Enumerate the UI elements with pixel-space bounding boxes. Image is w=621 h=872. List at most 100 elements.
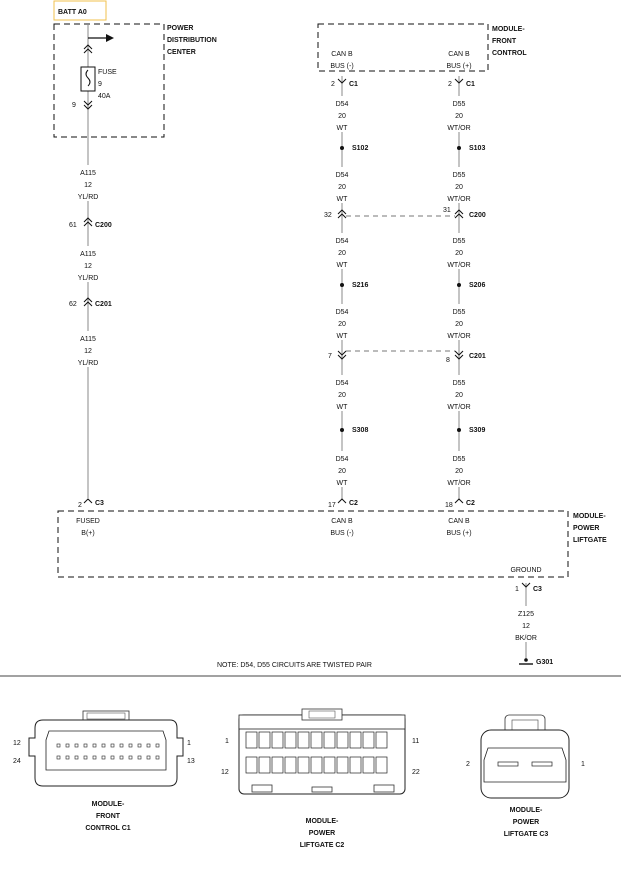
s206-label: S206 <box>469 282 485 289</box>
a115-label-1: A115 12 YL/RD <box>76 165 100 201</box>
svg-text:12: 12 <box>84 182 92 189</box>
svg-text:A115: A115 <box>80 251 96 258</box>
pdc-out-chevron-icon-2 <box>83 104 93 110</box>
svg-text:WT: WT <box>337 404 349 411</box>
c200-power-pin: 61 <box>69 222 77 229</box>
c3-ground-chevron-icon <box>521 582 531 588</box>
ground-label: G301 <box>536 659 553 666</box>
s102-splice-icon <box>340 146 344 150</box>
c201-can-right-chevron-icon-2 <box>454 354 464 360</box>
svg-text:WT: WT <box>337 262 349 269</box>
svg-text:D55: D55 <box>453 238 466 245</box>
mfc-name-1: MODULE- <box>492 26 525 33</box>
svg-text:D54: D54 <box>336 238 349 245</box>
c1-left-label: C1 <box>349 81 358 88</box>
c200-power-chevron-icon-2 <box>83 221 93 227</box>
svg-text:D54: D54 <box>336 380 349 387</box>
mpl-c3-caption-1: MODULE- <box>510 807 543 814</box>
mfc-c1-pin-bl: 24 <box>13 758 21 765</box>
mpl-c3-pin-l: 2 <box>466 761 470 768</box>
mfc-c1-caption-1: MODULE- <box>92 801 125 808</box>
fuse-icon <box>80 66 96 92</box>
pdc-chevron-icon-2 <box>83 48 93 54</box>
c200-power-chevron-icon <box>83 217 93 223</box>
s308-label: S308 <box>352 427 368 434</box>
svg-text:YL/RD: YL/RD <box>78 275 99 282</box>
c1-right-chevron-icon <box>454 78 464 84</box>
s103-label: S103 <box>469 145 485 152</box>
svg-text:D54: D54 <box>336 456 349 463</box>
c2-right-chevron-icon <box>454 498 464 504</box>
svg-text:20: 20 <box>338 113 346 120</box>
mfc-c1-pin-br: 13 <box>187 758 195 765</box>
mpl-pin-fused-1: FUSED <box>76 518 100 525</box>
mfc-c1-caption-3: CONTROL C1 <box>85 825 130 832</box>
svg-text:WT/OR: WT/OR <box>447 125 470 132</box>
pdc-name-2: DISTRIBUTION <box>167 37 217 44</box>
pdc-out-chevron-icon <box>83 100 93 106</box>
c2-left-chevron-icon <box>337 498 347 504</box>
pdc-box <box>53 23 165 138</box>
mpl-pin-can-minus-1: CAN B <box>331 518 353 525</box>
svg-text:20: 20 <box>338 321 346 328</box>
svg-text:WT: WT <box>337 333 349 340</box>
fuse-label: FUSE <box>98 69 117 76</box>
svg-text:20: 20 <box>338 468 346 475</box>
mfc-c1-connector-view <box>28 710 184 787</box>
c3-ground-label: C3 <box>533 586 542 593</box>
mpl-c2-caption-1: MODULE- <box>306 818 339 825</box>
svg-text:A115: A115 <box>80 336 96 343</box>
mpl-c2-connector-view <box>238 708 406 795</box>
mfc-name-2: FRONT <box>492 38 517 45</box>
c200-can-label: C200 <box>469 212 486 219</box>
c2-right-label: C2 <box>466 500 475 507</box>
batt-label-box <box>53 0 107 21</box>
mfc-pin-left-1: CAN B <box>331 51 353 58</box>
c200-can-left-pin: 32 <box>324 212 332 219</box>
mpl-c2-caption-3: LIFTGATE C2 <box>300 842 345 849</box>
pdc-name-3: CENTER <box>167 49 196 56</box>
svg-text:Z125: Z125 <box>518 611 534 618</box>
s309-label: S309 <box>469 427 485 434</box>
c3-ground-pin: 1 <box>515 586 519 593</box>
svg-text:WT: WT <box>337 480 349 487</box>
s102-label: S102 <box>352 145 368 152</box>
twisted-pair-note: NOTE: D54, D55 CIRCUITS ARE TWISTED PAIR <box>217 662 372 669</box>
svg-text:20: 20 <box>455 184 463 191</box>
s309-splice-icon <box>457 428 461 432</box>
batt-label: BATT A0 <box>58 9 87 16</box>
mpl-c2-pin-bl: 12 <box>221 769 229 776</box>
mpl-c2-caption-2: POWER <box>309 830 335 837</box>
mpl-c3-pin-r: 1 <box>581 761 585 768</box>
s103-splice-icon <box>457 146 461 150</box>
c3-top-label: C3 <box>95 500 104 507</box>
c201-can-left-pin: 7 <box>328 353 332 360</box>
svg-text:20: 20 <box>338 184 346 191</box>
mpl-ground-label: GROUND <box>510 567 541 574</box>
fuse-number: 9 <box>98 81 102 88</box>
c201-power-pin: 62 <box>69 301 77 308</box>
svg-text:20: 20 <box>455 113 463 120</box>
svg-text:WT/OR: WT/OR <box>447 404 470 411</box>
svg-text:D55: D55 <box>453 101 466 108</box>
svg-text:D55: D55 <box>453 309 466 316</box>
svg-text:12: 12 <box>84 263 92 270</box>
bus-arrow-icon <box>106 34 114 42</box>
mfc-name-3: CONTROL <box>492 50 527 57</box>
svg-text:D55: D55 <box>453 456 466 463</box>
mfc-c1-pin-tl: 12 <box>13 740 21 747</box>
c3-top-pin: 2 <box>78 502 82 509</box>
